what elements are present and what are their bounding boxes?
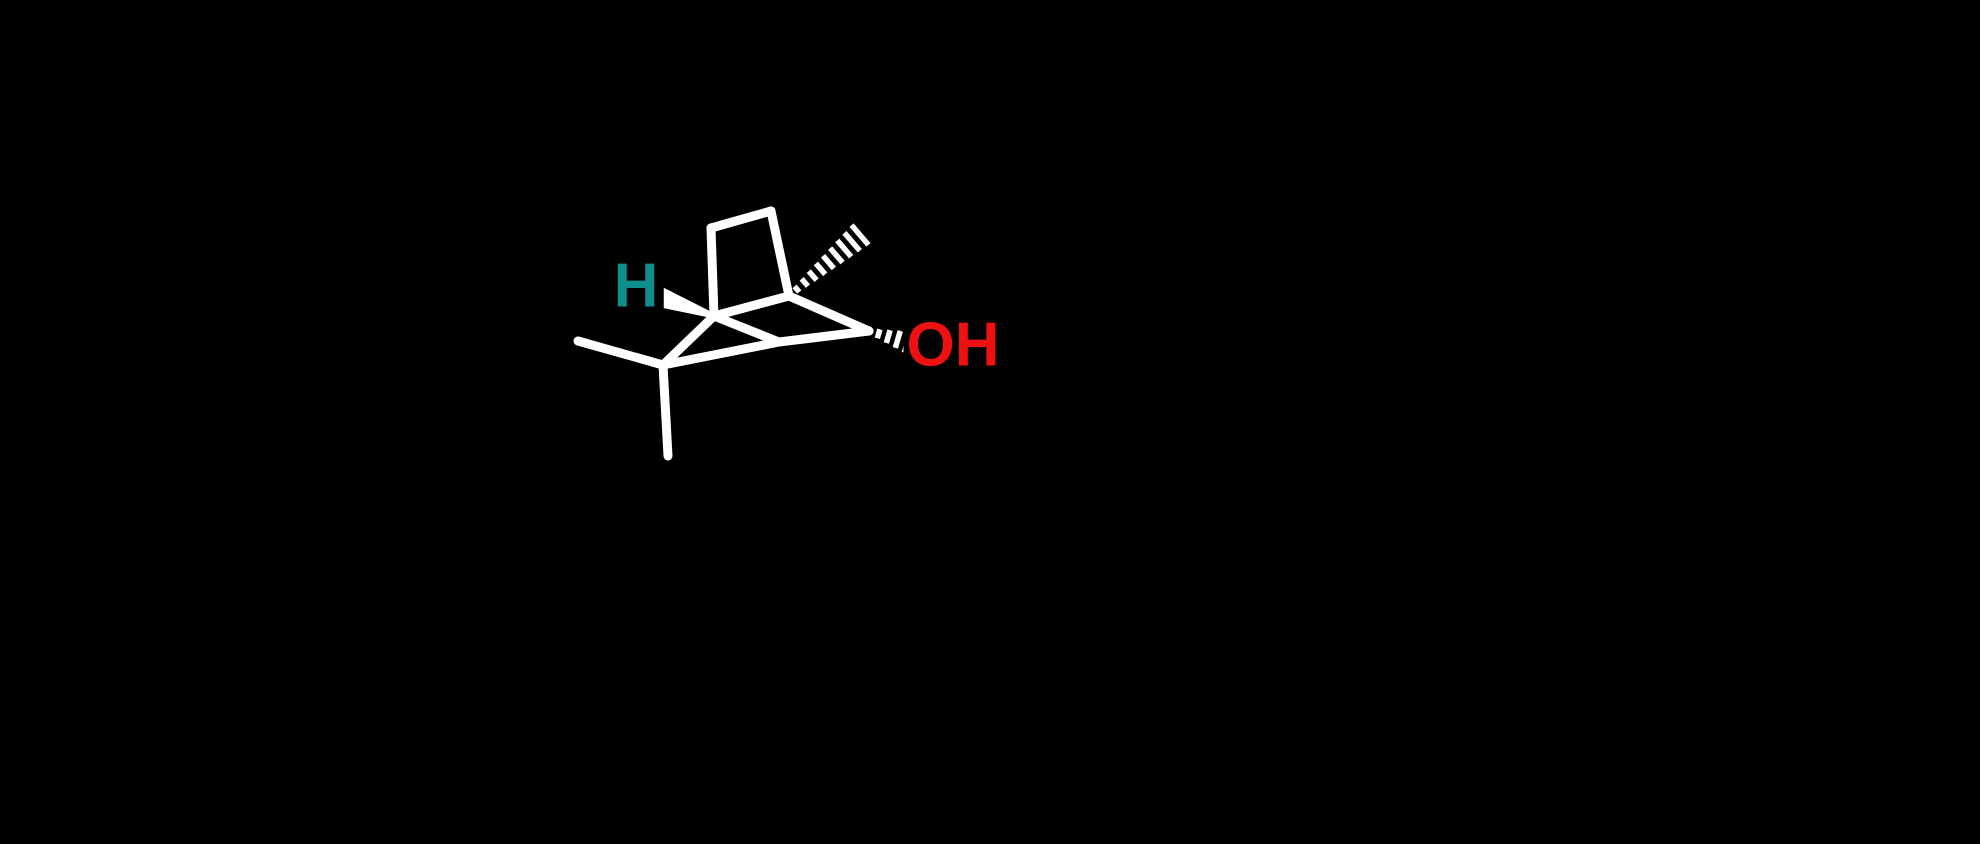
ring-bond-c6-c1: [709, 311, 784, 347]
hash-tick: [892, 330, 903, 349]
hash-tick: [842, 231, 862, 253]
hash-tick: [799, 276, 811, 288]
hash-tick: [874, 328, 883, 339]
ring-bond-c5-c6: [774, 326, 874, 347]
wedge-bond-to-hydrogen: [650, 284, 715, 319]
hash-tick: [813, 261, 828, 277]
cyclobutane-bond-top: [706, 206, 776, 233]
hash-tick: [828, 246, 845, 265]
ring-bond-c2-c5: [784, 291, 874, 336]
hash-tick: [883, 329, 893, 344]
hash-tick: [835, 238, 854, 259]
hash-tick: [820, 253, 836, 271]
methyl-bond-left: [573, 336, 668, 370]
methyl-bond-bottom: [658, 360, 673, 461]
label-backdrop: [903, 310, 1003, 388]
hash-tick: [792, 284, 802, 294]
cyclobutane-bond-bottom: [709, 291, 794, 321]
hash-tick: [806, 269, 819, 283]
cyclobutane-bond-left: [706, 223, 719, 321]
bridge-bond-c7-c6: [658, 337, 784, 370]
hashed-bond-to-methyl: [792, 223, 871, 294]
stereo-hydrogen-label-text: H: [614, 251, 659, 320]
cyclobutane-bond-right: [766, 206, 794, 301]
label-layer: H OH: [608, 251, 1003, 388]
hydroxyl-group-label-text: OH: [907, 310, 1000, 379]
label-backdrop: [608, 251, 664, 329]
bridge-bond-c1-c7: [658, 311, 719, 370]
hash-tick: [849, 223, 871, 247]
